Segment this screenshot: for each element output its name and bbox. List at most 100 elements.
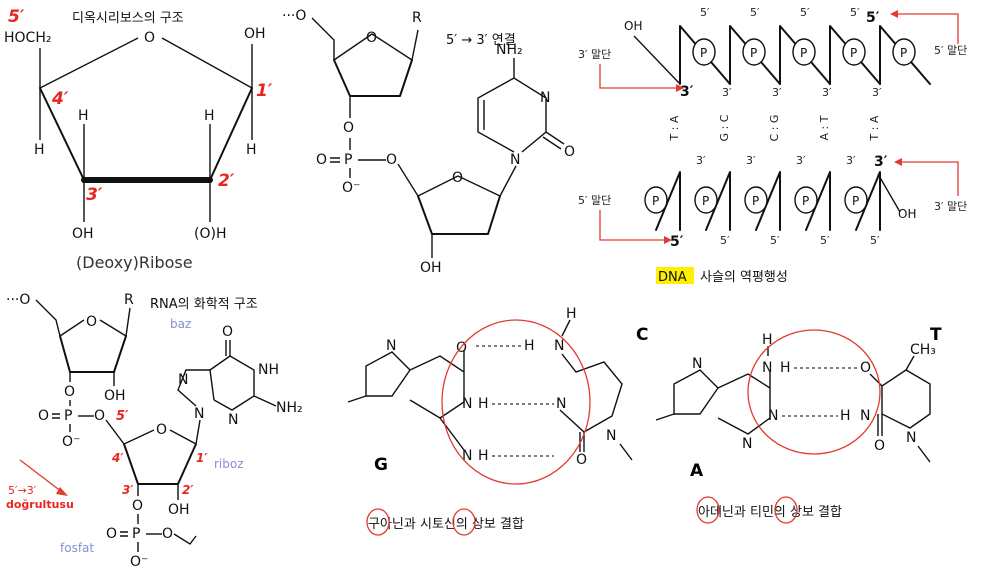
rna-lower-ring-o: O: [156, 422, 167, 438]
guanine-nh2-bond: [253, 395, 277, 407]
top-3prime-tick: 3′: [722, 86, 732, 99]
rna-r-group: R: [124, 292, 134, 308]
c-n4-h-top: H: [566, 306, 577, 322]
lower-oh: OH: [420, 260, 442, 276]
a-n6-h: H: [780, 360, 791, 376]
top-phosphate-circle: [742, 38, 766, 66]
a-n3: N: [742, 436, 752, 452]
bottom-5prime-tick: 5′: [820, 234, 830, 247]
rna-lower-p-o: O: [106, 526, 117, 542]
deoxyribose-title: 디옥시리보스의 구조: [72, 11, 184, 26]
top-oh: OH: [624, 19, 642, 33]
g-n2: N: [462, 448, 472, 464]
cytosine-ring: [477, 77, 547, 153]
g-o: O: [456, 340, 467, 356]
bottom-left-5prime-end-label: 5′ 말단: [578, 194, 611, 207]
rna-lower-o3: O: [132, 498, 143, 514]
top-left-3prime-end-label: 3′ 말단: [578, 48, 611, 61]
label-2prime: 2′: [218, 171, 235, 191]
base-pair-label: A : T: [818, 115, 831, 140]
label-baz: baz: [170, 317, 191, 331]
deoxyribose-caption: (Deoxy)Ribose: [76, 253, 193, 272]
top-5prime-tick: 5′: [750, 6, 760, 19]
phosphate-o-double: O: [316, 152, 327, 168]
bottom-phosphate-label: P: [852, 194, 859, 208]
bottom-phosphate-label: P: [652, 194, 659, 208]
at-caption: 아데닌과 티민의 상보 결합: [698, 505, 842, 520]
guanine-o: O: [222, 324, 233, 340]
t-ch3: CH₃: [910, 342, 936, 358]
bottom-phosphate-label: P: [802, 194, 809, 208]
rna-lower-o-minus: O⁻: [130, 554, 148, 570]
cytosine-o: O: [564, 144, 575, 160]
guanine-imidazole: [177, 369, 215, 407]
bottom-backbone-segment: [705, 171, 731, 231]
top-right-arrowhead: [890, 10, 898, 18]
r-group: R: [412, 10, 422, 26]
g-n1-h: H: [478, 396, 489, 412]
label-t: T: [930, 325, 942, 345]
label-4prime: 4′: [51, 89, 69, 109]
rna-label-4prime: 4′: [111, 451, 124, 465]
bottom-backbone-segment: [655, 171, 681, 231]
rna-label-5prime: 5′: [116, 409, 129, 424]
glycosidic-bond: [499, 165, 517, 197]
rna-chain-continue: [173, 533, 197, 545]
top-backbone-segment: [879, 25, 931, 85]
gc-pair-panel: C G N O N N H H H N H N O N 구아닌과 시토신의 상보…: [347, 306, 648, 536]
hoch2-label: HOCH₂: [4, 30, 51, 46]
a-imidazole: [673, 369, 719, 415]
rna-lower-sugar-o: [123, 429, 197, 445]
t-ch3-bond: [905, 355, 915, 371]
guanine-nh: NH: [258, 362, 279, 378]
lower-ring-o: O: [452, 170, 463, 186]
lower-sugar-ring: [417, 195, 501, 235]
bottom-right-arrow: [902, 161, 959, 196]
guanine-co-double: [225, 340, 231, 356]
c4-c3-bond: [39, 87, 85, 181]
top-backbone-segment: [829, 25, 881, 85]
g-n1: N: [462, 396, 472, 412]
base-pair-label: C : G: [768, 115, 781, 142]
bottom-backbone-segment: [855, 171, 881, 231]
rna-lower-p: P: [132, 526, 140, 542]
at-caption-ti: 티: [750, 505, 762, 520]
bottom-backbone-segment: [805, 171, 831, 231]
at-caption-mid: 데닌과: [710, 505, 750, 520]
upper-c5-chain: [311, 17, 335, 60]
t-sugar-link: [917, 445, 931, 463]
c4-o-bond: [39, 37, 139, 89]
guanine-n9: N: [194, 406, 204, 422]
gc-caption-mid: 아닌과: [380, 517, 420, 532]
bottom-5prime-tick: 5′: [770, 234, 780, 247]
at-caption-circle-1: [696, 496, 720, 524]
rna-phosphate-o-minus: O⁻: [62, 434, 80, 450]
bottom-3prime-tick: 3′: [696, 154, 706, 167]
t-n1: N: [906, 430, 916, 446]
gc-caption-circle-1: [366, 508, 390, 536]
direction-arrowhead: [56, 487, 68, 496]
a-pyrimidine: [717, 373, 771, 435]
rna-label-2prime: 2′: [182, 483, 194, 497]
upper-sugar-o: [333, 33, 413, 61]
label-5prime: 5′: [8, 7, 25, 27]
top-phosphate-circle: [792, 38, 816, 66]
top-backbone-segment: [779, 25, 831, 85]
bottom-strand: P3′P5′3′P5′3′P5′3′P5′: [644, 154, 881, 247]
gc-caption-circle-2: [452, 508, 476, 536]
t-o4: O: [860, 360, 871, 376]
rna-panel: RNA의 화학적 구조 baz riboz fosfat 5′→3′ doğru…: [6, 292, 303, 570]
p-double-o: [330, 157, 340, 163]
oh-c3: OH: [72, 226, 94, 242]
label-g: G: [374, 455, 388, 475]
top-start-bond: [633, 35, 681, 85]
top-phosphate-label: P: [800, 46, 807, 60]
c-n4-h-bond: [561, 319, 571, 337]
phosphate-p: P: [344, 152, 352, 168]
rna-upper-sugar-o: [59, 319, 127, 337]
phosphate-o-minus: O⁻: [342, 180, 360, 196]
lower-o5: O: [386, 152, 397, 168]
antiparallel-panel: OH 3′ P5′P5′3′P5′3′P5′3′P3′ P3′P5′3′P5′3…: [578, 6, 967, 285]
top-phosphate-label: P: [700, 46, 707, 60]
